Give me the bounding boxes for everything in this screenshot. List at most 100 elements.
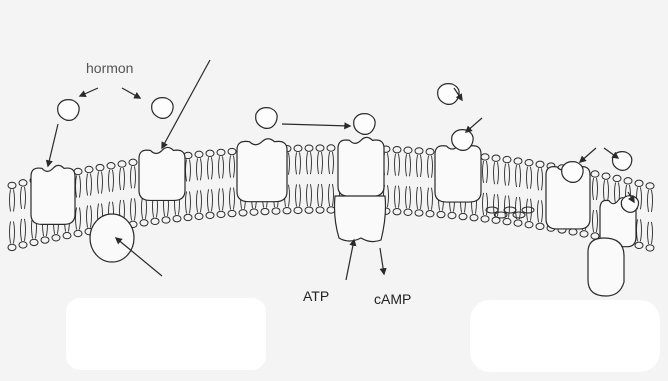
phospholipid-head <box>294 207 302 213</box>
phospholipid-head <box>272 208 280 214</box>
phospholipid-head <box>184 214 192 220</box>
phospholipid-tail <box>230 188 235 210</box>
receptor-protein-icon <box>435 143 481 202</box>
phospholipid-tail <box>98 172 103 194</box>
phospholipid-tail <box>648 190 653 212</box>
phospholipid-head <box>283 207 291 213</box>
phospholipid-tail <box>538 168 543 190</box>
masked-label-area <box>66 298 266 370</box>
phospholipid-head <box>437 211 445 217</box>
phospholipid-tail <box>395 154 400 176</box>
hormone-molecule-icon <box>58 100 79 121</box>
phospholipid-tail <box>208 157 213 179</box>
phospholipid-tail <box>21 219 26 241</box>
phospholipid-tail <box>87 173 92 195</box>
arrow-icon <box>380 248 384 274</box>
phospholipid-head <box>404 147 412 153</box>
phospholipid-head <box>415 210 423 216</box>
phospholipid-head <box>228 148 236 154</box>
phospholipid-tail <box>208 189 213 211</box>
phospholipid-head <box>481 216 489 222</box>
hormone-molecule-icon <box>562 162 583 183</box>
phospholipid-head <box>129 159 137 165</box>
phospholipid-head <box>580 231 588 237</box>
phospholipid-tail <box>87 205 92 227</box>
receptor-protein-icon <box>139 147 185 200</box>
phospholipid-head <box>195 213 203 219</box>
phospholipid-head <box>96 164 104 170</box>
arrow-icon <box>466 118 482 132</box>
phospholipid-tail <box>131 198 136 220</box>
phospholipid-head <box>118 161 126 167</box>
phospholipid-head <box>624 178 632 184</box>
arrow-icon <box>80 88 98 96</box>
phospholipid-tail <box>417 187 422 209</box>
hormone-molecule-icon <box>438 84 459 105</box>
phospholipid-head <box>63 232 71 238</box>
phospholipid-head <box>448 212 456 218</box>
g-protein-icon <box>90 214 134 262</box>
phospholipid-tail <box>395 186 400 208</box>
phospholipid-tail <box>296 152 301 174</box>
phospholipid-tail <box>406 186 411 208</box>
effector-protein-icon <box>588 238 624 296</box>
oval-cluster-icon <box>522 207 534 213</box>
phospholipid-tail <box>538 200 543 222</box>
atp-label: ATP <box>303 288 329 304</box>
receptor-protein-icon <box>338 137 384 196</box>
phospholipid-head <box>206 150 214 156</box>
phospholipid-tail <box>296 184 301 206</box>
phospholipid-head <box>635 180 643 186</box>
arrow-icon <box>580 148 596 162</box>
phospholipid-head <box>140 220 148 226</box>
oval-cluster-icon <box>504 207 516 213</box>
phospholipid-head <box>591 171 599 177</box>
phospholipid-tail <box>131 166 136 188</box>
phospholipid-head <box>52 235 60 241</box>
phospholipid-head <box>107 163 115 169</box>
phospholipid-head <box>206 212 214 218</box>
phospholipid-tail <box>505 164 510 186</box>
phospholipid-tail <box>76 207 81 229</box>
hormone-molecule-icon <box>256 108 277 129</box>
phospholipid-tail <box>494 162 499 184</box>
phospholipid-head <box>85 166 93 172</box>
phospholipid-head <box>481 154 489 160</box>
phospholipid-head <box>613 175 621 181</box>
hormone-molecule-icon <box>452 130 473 151</box>
phospholipid-tail <box>307 152 312 174</box>
arrow-icon <box>346 240 354 280</box>
phospholipid-head <box>525 159 533 165</box>
phospholipid-tail <box>417 155 422 177</box>
phospholipid-head <box>393 146 401 152</box>
phospholipid-tail <box>318 184 323 206</box>
phospholipid-head <box>316 145 324 151</box>
phospholipid-tail <box>516 165 521 187</box>
phospholipid-head <box>635 242 643 248</box>
phospholipid-head <box>426 211 434 217</box>
phospholipid-tail <box>329 184 334 206</box>
phospholipid-head <box>74 230 82 236</box>
phospholipid-head <box>305 207 313 213</box>
phospholipid-head <box>250 209 258 215</box>
phospholipid-head <box>470 214 478 220</box>
phospholipid-head <box>404 209 412 215</box>
phospholipid-head <box>217 211 225 217</box>
phospholipid-head <box>151 218 159 224</box>
phospholipid-head <box>162 217 170 223</box>
phospholipid-head <box>646 245 654 251</box>
phospholipid-tail <box>120 168 125 190</box>
phospholipid-tail <box>186 159 191 181</box>
phospholipid-head <box>30 239 38 245</box>
arrow-icon <box>48 124 58 166</box>
phospholipid-tail <box>186 191 191 213</box>
phospholipid-head <box>19 242 27 248</box>
phospholipid-tail <box>230 156 235 178</box>
phospholipid-head <box>426 149 434 155</box>
receptor-protein-icon <box>237 139 287 202</box>
oval-cluster-icon <box>486 207 498 213</box>
phospholipid-head <box>536 161 544 167</box>
camp-label: cAMP <box>374 291 411 307</box>
phospholipid-tail <box>21 187 26 209</box>
